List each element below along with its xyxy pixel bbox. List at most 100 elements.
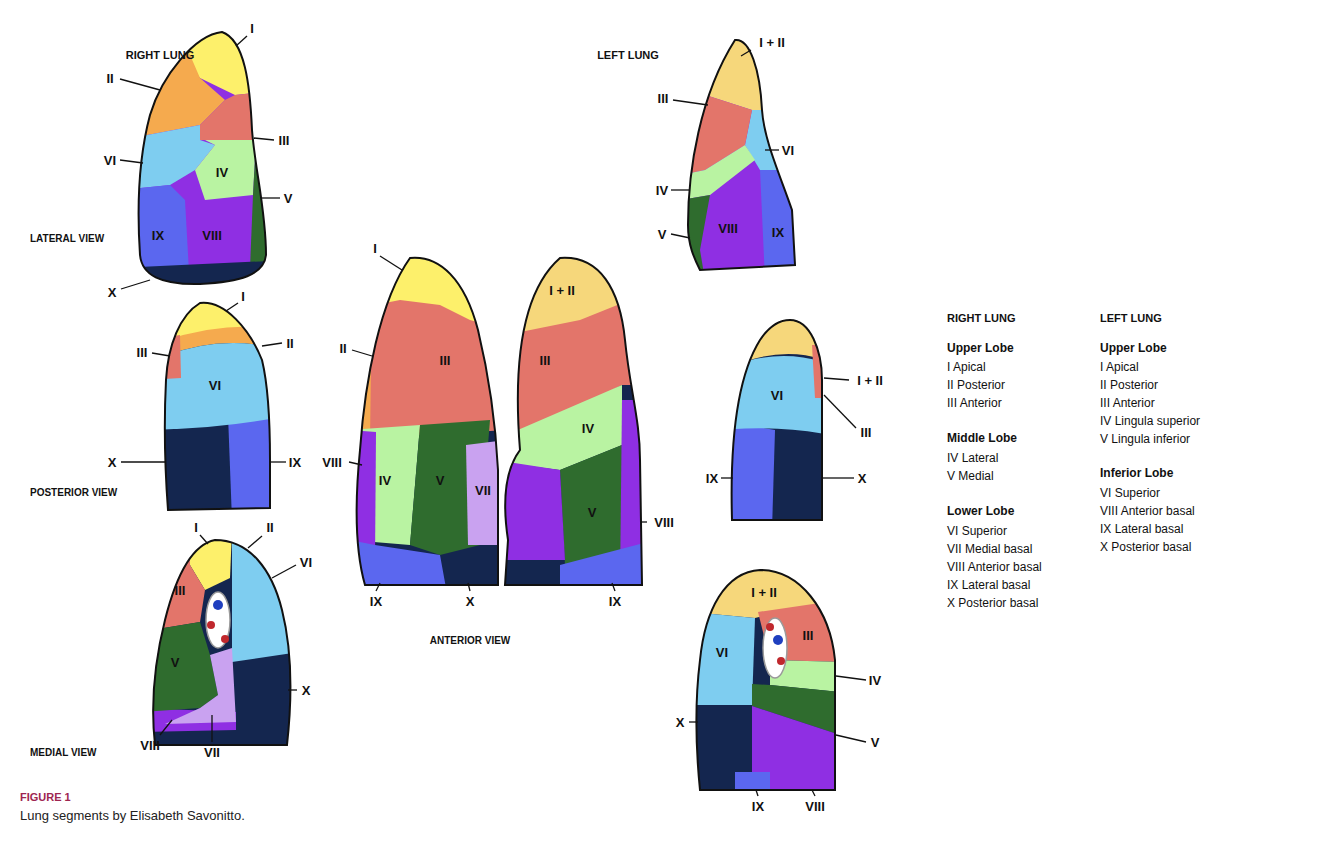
segment-name: VI Superior: [947, 524, 1007, 538]
key-heading: RIGHT LUNG: [947, 312, 1015, 324]
segment-name: V Medial: [947, 469, 994, 483]
segment-name: I Apical: [947, 360, 986, 374]
hilum: [763, 618, 787, 678]
lung-outline: [696, 570, 835, 790]
key-heading: LEFT LUNG: [1100, 312, 1162, 324]
segment-number: II: [339, 341, 346, 356]
left-posterior-segments: [720, 300, 830, 530]
right-medial-segments: [140, 530, 300, 760]
segment-name: IV Lingula superior: [1100, 414, 1200, 428]
segment-name: II Posterior: [947, 378, 1005, 392]
lobe-heading: Inferior Lobe: [1100, 466, 1173, 480]
segment-number: II: [286, 336, 293, 351]
segment-number: I + II: [857, 373, 883, 388]
lung-heading: LEFT LUNG: [597, 49, 659, 61]
segment-number: VIII: [140, 738, 160, 753]
segment-number: VIII: [654, 515, 674, 530]
view-label: POSTERIOR VIEW: [30, 487, 117, 498]
segment-number: VIII: [718, 221, 738, 236]
segment-number: V: [284, 191, 293, 206]
lung-outline: [357, 258, 498, 585]
lobe-heading: Lower Lobe: [947, 504, 1014, 518]
segment-number: VII: [475, 483, 491, 498]
lobe-heading: Middle Lobe: [947, 431, 1017, 445]
anterior-left-segments: [495, 240, 655, 610]
segment-number: VIII: [805, 799, 825, 814]
segment-number: VII: [204, 745, 220, 760]
segment-name: II Posterior: [1100, 378, 1158, 392]
segment-number: III: [279, 133, 290, 148]
left-medial-segments: [690, 560, 840, 800]
segment-number: VIII: [322, 455, 342, 470]
segment-number: III: [540, 353, 551, 368]
segment-number: IX: [772, 225, 784, 240]
segment-number: III: [175, 583, 186, 598]
segment-name: VII Medial basal: [947, 542, 1032, 556]
right-posterior-segments: [150, 290, 290, 520]
lung-outline: [153, 540, 290, 745]
anterior-right-segments: [350, 240, 505, 610]
segment-number: I: [241, 289, 245, 304]
segment-number: X: [108, 285, 117, 300]
lung-outline: [688, 40, 795, 270]
segment-number: V: [436, 473, 445, 488]
segment-number: VI: [104, 153, 116, 168]
segment-number: IX: [152, 228, 164, 243]
segment-number: I: [373, 241, 377, 256]
segment-number: X: [302, 683, 311, 698]
segment-number: IX: [706, 471, 718, 486]
segment-number: X: [108, 455, 117, 470]
segment-name: IX Lateral basal: [947, 578, 1030, 592]
segment-number: VI: [209, 378, 221, 393]
segment-number: IV: [582, 421, 594, 436]
lung-outline: [505, 258, 642, 585]
leader-lines: [120, 36, 866, 796]
segment-number: X: [466, 594, 475, 609]
segment-name: IV Lateral: [947, 451, 998, 465]
segment-name: VIII Anterior basal: [947, 560, 1042, 574]
view-label: MEDIAL VIEW: [30, 747, 96, 758]
segment-number: VI: [771, 388, 783, 403]
segment-number: III: [440, 353, 451, 368]
hilum: [206, 592, 230, 648]
segment-number: VI: [716, 645, 728, 660]
segment-name: III Anterior: [947, 396, 1002, 410]
segment-name: I Apical: [1100, 360, 1139, 374]
segment-name: X Posterior basal: [1100, 540, 1191, 554]
segment-number: V: [658, 227, 667, 242]
segment-number: I + II: [751, 585, 777, 600]
lobe-heading: Upper Lobe: [1100, 341, 1167, 355]
segment-number: V: [871, 735, 880, 750]
segment-number: VI: [300, 555, 312, 570]
segment-number: I + II: [549, 283, 575, 298]
segment-number: I: [250, 21, 254, 36]
lung-heading: RIGHT LUNG: [126, 49, 194, 61]
segment-name: X Posterior basal: [947, 596, 1038, 610]
segment-number: IX: [289, 455, 301, 470]
segment-number: III: [658, 91, 669, 106]
segment-number: IV: [379, 473, 391, 488]
segment-number: IX: [752, 799, 764, 814]
lobe-heading: Upper Lobe: [947, 341, 1014, 355]
lung-outline: [732, 320, 822, 520]
segment-number: III: [137, 345, 148, 360]
segment-number: II: [106, 71, 113, 86]
segment-number: IV: [656, 183, 668, 198]
segment-name: V Lingula inferior: [1100, 432, 1190, 446]
segment-number: IV: [216, 165, 228, 180]
lung-outline: [139, 32, 266, 284]
segment-number: IX: [370, 594, 382, 609]
segment-name: VIII Anterior basal: [1100, 504, 1195, 518]
segment-number: III: [803, 628, 814, 643]
caption-text: Lung segments by Elisabeth Savonitto.: [20, 808, 245, 823]
segment-number: VI: [782, 143, 794, 158]
segment-number: III: [861, 425, 872, 440]
segment-number: V: [588, 505, 597, 520]
segment-name: IX Lateral basal: [1100, 522, 1183, 536]
left-lateral-segments: [680, 20, 810, 280]
view-label: ANTERIOR VIEW: [430, 635, 511, 646]
segment-name: III Anterior: [1100, 396, 1155, 410]
segment-number: X: [858, 471, 867, 486]
view-label: LATERAL VIEW: [30, 233, 104, 244]
segment-number: IX: [609, 594, 621, 609]
